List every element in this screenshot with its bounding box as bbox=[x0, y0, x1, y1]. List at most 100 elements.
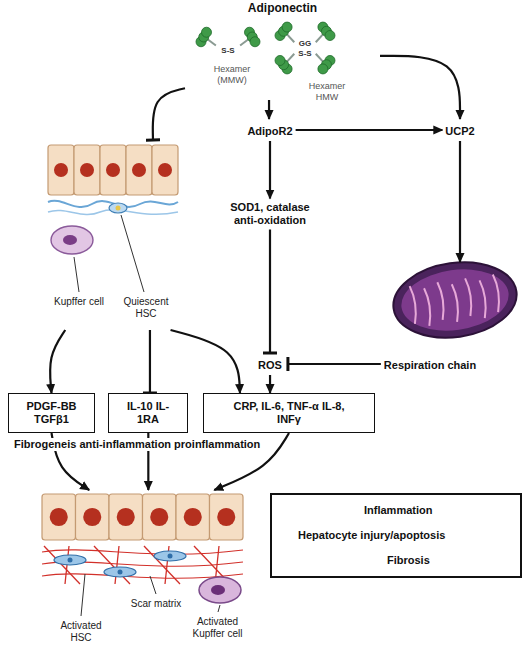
collagen-stalk bbox=[287, 54, 295, 62]
category-label: Fibrogeneis anti-inflammation proinflamm… bbox=[12, 438, 262, 451]
hepatocyte bbox=[48, 145, 74, 195]
activated-hsc bbox=[54, 555, 86, 565]
part-label: Quiescent HSC bbox=[113, 296, 179, 320]
hepatocyte bbox=[143, 494, 177, 540]
globular-head bbox=[250, 37, 260, 47]
crista bbox=[493, 274, 501, 312]
inhibition-connector bbox=[269, 230, 271, 354]
crista bbox=[465, 278, 473, 316]
hepatocyte bbox=[76, 494, 110, 540]
inhibition-connector bbox=[288, 363, 381, 365]
hepatocyte bbox=[152, 145, 178, 195]
hepatocyte-nucleus bbox=[150, 508, 168, 526]
bond-label: S-S bbox=[221, 46, 234, 55]
hepatocyte bbox=[100, 145, 126, 195]
hepatocyte-nucleus bbox=[83, 508, 101, 526]
adiponectin-group: AdiponectinHexamer (MMW)Hexamer HMW bbox=[185, 2, 380, 100]
collagen-stalk bbox=[287, 34, 295, 42]
crista bbox=[424, 288, 432, 326]
activation-arrow bbox=[269, 375, 271, 393]
globular-head bbox=[282, 22, 292, 32]
hepatocyte-nucleus bbox=[117, 508, 135, 526]
outcome-box: InflammationHepatocyte injury/apoptosisF… bbox=[270, 493, 522, 578]
node-text: Fibrosis bbox=[387, 554, 430, 567]
bond-label: S-S bbox=[298, 49, 311, 58]
hepatocyte bbox=[126, 145, 152, 195]
activated-liver: Activated HSC Scar matrixActivated Kupffe… bbox=[40, 490, 245, 658]
part-label: Activated HSC bbox=[50, 620, 112, 644]
leader-line bbox=[218, 605, 220, 612]
activation-arrow bbox=[171, 330, 240, 393]
lipid-droplet bbox=[116, 206, 121, 211]
crista bbox=[410, 286, 418, 324]
hsc-nucleus bbox=[118, 570, 123, 575]
activation-arrow bbox=[269, 141, 271, 199]
hepatocyte bbox=[210, 494, 244, 540]
mitochondrion-arrow bbox=[459, 141, 461, 262]
receptor-label: AdipoR2 bbox=[244, 119, 295, 141]
node-text: Hepatocyte injury/apoptosis bbox=[298, 529, 445, 542]
leader-line bbox=[121, 215, 144, 292]
mitochondrion-inner bbox=[397, 263, 512, 337]
node-text: AdipoR2 bbox=[247, 125, 292, 138]
mitochondrion-outer bbox=[388, 255, 521, 346]
cytokine-box: IL-10 IL-1RA bbox=[108, 393, 188, 433]
collagen-stalk bbox=[316, 54, 324, 62]
kupffer-nucleus bbox=[211, 585, 225, 595]
part-label: Adiponectin bbox=[185, 2, 380, 15]
node-text: PDGF-BB TGFβ1 bbox=[21, 400, 83, 426]
node-text: Respiration chain bbox=[384, 359, 476, 372]
ros-label: ROS bbox=[255, 353, 285, 375]
leader-line bbox=[150, 576, 156, 594]
node-text: UCP2 bbox=[445, 125, 474, 138]
scar-fiber bbox=[42, 550, 243, 554]
cytokine-box: CRP, IL-6, TNF-α IL-8, INFγ bbox=[203, 393, 375, 433]
collagen-stalk bbox=[316, 34, 324, 42]
mitochondrion bbox=[388, 255, 521, 346]
activated-liver-illustration bbox=[42, 494, 243, 616]
bond-label: GG bbox=[299, 39, 311, 48]
hepatocyte-nucleus bbox=[217, 508, 235, 526]
crista bbox=[437, 282, 445, 320]
inhibition-connector bbox=[153, 88, 185, 140]
globular-head bbox=[325, 31, 335, 41]
part-label: Kupffer cell bbox=[51, 296, 107, 308]
kupffer-cell bbox=[51, 226, 93, 254]
activation-arrow bbox=[268, 100, 270, 119]
node-text: CRP, IL-6, TNF-α IL-8, INFγ bbox=[229, 400, 349, 426]
node-text: SOD1, catalase anti-oxidation bbox=[222, 201, 318, 227]
hepatocyte-nucleus bbox=[80, 163, 94, 177]
kupffer-nucleus bbox=[63, 235, 77, 245]
hepatocyte-nucleus bbox=[158, 163, 172, 177]
quiescent-hsc bbox=[109, 203, 127, 213]
quiescent-liver: Kupffer cell Quiescent HSC bbox=[45, 140, 180, 330]
hepatocyte-nucleus bbox=[184, 508, 202, 526]
part-label: Scar matrix bbox=[130, 598, 182, 610]
hepatocyte bbox=[109, 494, 143, 540]
hepatocyte-nucleus bbox=[132, 163, 146, 177]
leader-line bbox=[81, 574, 85, 616]
hsc-nucleus bbox=[68, 558, 73, 563]
part-label: Activated Kupffer cell bbox=[190, 616, 245, 640]
process-label: Respiration chain bbox=[381, 353, 479, 375]
crista bbox=[480, 280, 488, 318]
activation-arrow bbox=[380, 56, 460, 119]
cytokine-box: PDGF-BB TGFβ1 bbox=[8, 393, 95, 433]
collagen-stalk bbox=[240, 39, 249, 46]
hepatocyte bbox=[176, 494, 210, 540]
hsc-nucleus bbox=[168, 554, 173, 559]
leader-line bbox=[74, 257, 79, 292]
hepatocyte-nucleus bbox=[54, 163, 68, 177]
hepatocyte-nucleus bbox=[50, 508, 68, 526]
enzyme-label: SOD1, catalase anti-oxidation bbox=[219, 199, 321, 230]
hepatocyte bbox=[74, 145, 100, 195]
globular-head bbox=[275, 55, 285, 65]
protein-label: UCP2 bbox=[442, 119, 477, 141]
quiescent-liver-illustration bbox=[48, 145, 178, 292]
hepatocyte-nucleus bbox=[106, 163, 120, 177]
part-label: Hexamer HMW bbox=[297, 81, 357, 103]
hepatocyte bbox=[42, 494, 76, 540]
activation-arrow bbox=[296, 129, 443, 131]
activated-kupffer-cell bbox=[199, 577, 241, 603]
